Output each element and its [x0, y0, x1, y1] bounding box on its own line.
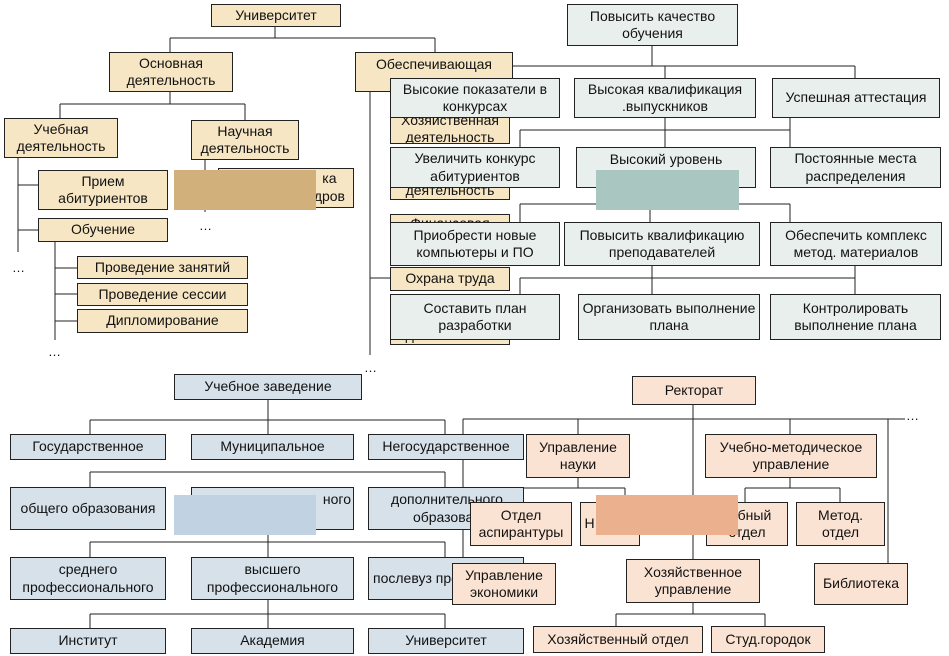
redaction-block-blue	[174, 495, 316, 535]
permanent-box: Постоянные места распределения	[770, 147, 941, 188]
campus-box: Студ.городок	[711, 626, 825, 653]
redaction-block-teal	[596, 170, 739, 210]
session-box: Проведение сессии	[77, 283, 248, 306]
materials-box: Обеспечить комплекс метод. материалов	[770, 222, 942, 266]
univ-box: Университет	[368, 628, 524, 654]
increase-contest-box: Увеличить конкурс абитуриентов	[390, 147, 560, 188]
method-dept-box: Метод. отдел	[796, 502, 885, 546]
rectorate-ellipsis: …	[906, 408, 919, 423]
organize-box: Организовать выполнение плана	[578, 294, 760, 340]
state-box: Государственное	[10, 434, 166, 460]
plan-box: Составить план разработки	[390, 294, 560, 340]
main-activity: Основная деятельность	[109, 52, 233, 92]
academy-box: Академия	[191, 628, 354, 654]
municipal-box: Муниципальное	[191, 434, 354, 460]
ellipsis-1: …	[12, 260, 25, 275]
redaction-block-tan	[174, 170, 316, 210]
edu-activity: Учебная деятельность	[4, 118, 118, 158]
secondary-box: среднего профессионального	[10, 557, 166, 600]
ellipsis-2: …	[48, 344, 61, 359]
institution-root: Учебное заведение	[174, 374, 362, 400]
high-qual-box: Высокая квалификация .выпускников	[574, 78, 756, 118]
quality-root: Повысить качество обучения	[567, 4, 738, 46]
general-edu-box: общего образования	[10, 487, 166, 530]
admission-box: Прием абитуриентов	[38, 170, 168, 210]
higher-box: высшего профессионального	[191, 557, 354, 600]
attest-box: Успешная аттестация	[772, 78, 940, 118]
labor-safety-box: Охрана труда	[390, 267, 510, 291]
ellipsis-4: …	[364, 360, 377, 375]
science-mgmt-box: Управление науки	[526, 434, 630, 478]
household-dept-box: Хозяйственный отдел	[533, 626, 703, 653]
household-mgmt-box: Хозяйственное управление	[626, 559, 760, 603]
sci-child-frag1: ка	[322, 170, 337, 186]
ellipsis-3: …	[199, 218, 212, 233]
training-box: Обучение	[38, 218, 168, 242]
sci-child-frag2: дров	[313, 188, 345, 204]
hidden-activity-1: Хозяйственная деятельность	[390, 114, 510, 144]
redaction-block-peach	[596, 495, 738, 535]
edu-method-box: Учебно-методическое управление	[705, 434, 877, 478]
library-box: Библиотека	[814, 563, 908, 605]
rectorate-root: Ректорат	[632, 376, 756, 405]
computers-box: Приобрести новые компьютеры и ПО	[390, 222, 560, 266]
sci-child-text: ка дров	[314, 169, 345, 205]
high-contest-box: Высокие показатели в конкурсах	[390, 78, 560, 118]
aspirant-dept-box: Отдел аспирантуры	[470, 502, 572, 546]
diploma-box: Дипломирование	[77, 309, 248, 333]
control-box: Контролировать выполнение плана	[770, 294, 941, 340]
economics-box: Управление экономики	[452, 563, 556, 605]
institute-box: Институт	[10, 628, 166, 654]
sci-activity: Научная деятельность	[191, 120, 299, 160]
classes-box: Проведение занятий	[77, 256, 248, 279]
university-root: Университет	[211, 4, 341, 27]
private-box: Негосударственное	[368, 434, 524, 460]
teachers-box: Повысить квалификацию преподавателей	[564, 222, 760, 266]
